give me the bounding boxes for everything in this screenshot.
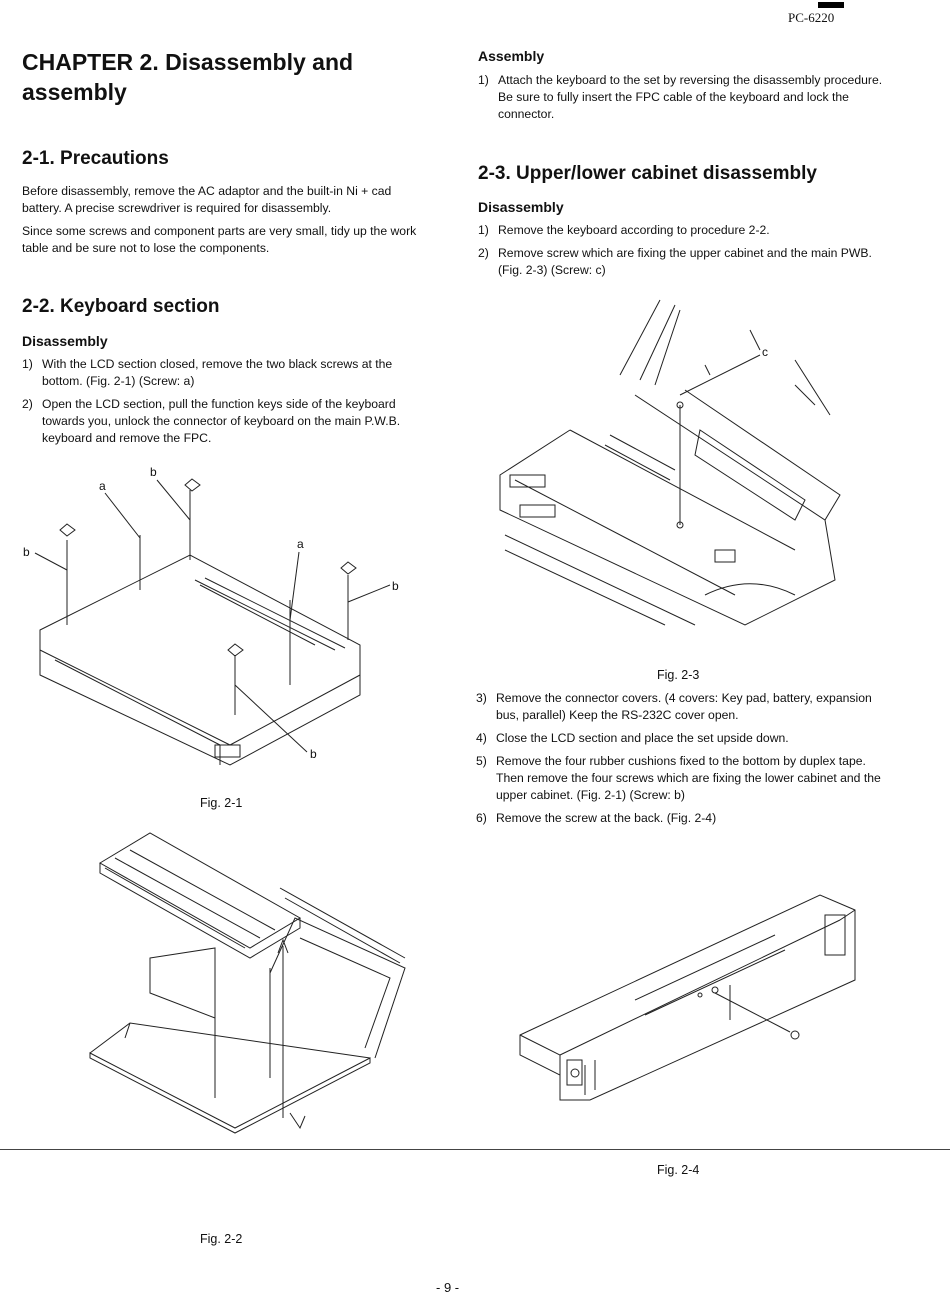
list-item: 3)Remove the connector covers. (4 covers… [476,691,872,722]
header-bar [818,2,844,8]
figure-2-3-caption: Fig. 2-3 [657,668,700,682]
figure-2-2-caption: Fig. 2-2 [200,1232,243,1246]
section-2-2-title: 2-2. Keyboard section [22,296,220,317]
keyboard-disassembly-steps: 1)With the LCD section closed, remove th… [22,356,432,453]
label-b-right: b [392,579,399,593]
list-item: 1)With the LCD section closed, remove th… [22,357,393,388]
label-b-bottom: b [310,747,317,761]
figure-2-4-drawing [519,894,856,1101]
assembly-steps: 1)Attach the keyboard to the set by reve… [478,72,893,129]
page-number: - 9 - [436,1280,460,1295]
keyboard-disassembly-heading: Disassembly [22,333,108,349]
figure-2-1-drawing: a a b b b b [23,465,399,766]
label-c: c [762,345,768,359]
label-b-left: b [23,545,30,559]
list-item: 6)Remove the screw at the back. (Fig. 2-… [476,811,717,825]
precautions-paragraph-1: Before disassembly, remove the AC adapto… [22,184,392,215]
list-item: 5)Remove the four rubber cushions fixed … [476,754,881,802]
label-a-left: a [99,479,106,493]
list-item: 1)Attach the keyboard to the set by reve… [478,73,883,121]
figure-2-3-drawing: c [499,299,841,626]
chapter-title: CHAPTER 2. Disassembly and assembly [22,49,354,105]
list-item: 4)Close the LCD section and place the se… [476,731,789,745]
model-number: PC-6220 [788,10,835,25]
precautions-paragraph-2: Since some screws and component parts ar… [22,224,417,255]
list-item: 2)Remove screw which are fixing the uppe… [478,246,872,277]
figure-2-2-drawing [89,832,406,1134]
label-b-top: b [150,465,157,479]
list-item: 1)Remove the keyboard according to proce… [478,223,770,237]
scan-fold-line [0,1149,950,1150]
cabinet-disassembly-steps-a: 1)Remove the keyboard according to proce… [478,222,893,285]
figure-2-4-caption: Fig. 2-4 [657,1163,700,1177]
label-a-right: a [297,537,304,551]
cabinet-disassembly-steps-b: 3)Remove the connector covers. (4 covers… [476,690,893,833]
section-2-3-title: 2-3. Upper/lower cabinet disassembly [478,163,817,184]
list-item: 2)Open the LCD section, pull the functio… [22,397,401,445]
figure-2-1-caption: Fig. 2-1 [200,796,243,810]
section-2-1-title: 2-1. Precautions [22,148,169,169]
cabinet-disassembly-heading: Disassembly [478,199,564,215]
assembly-heading: Assembly [478,48,545,64]
